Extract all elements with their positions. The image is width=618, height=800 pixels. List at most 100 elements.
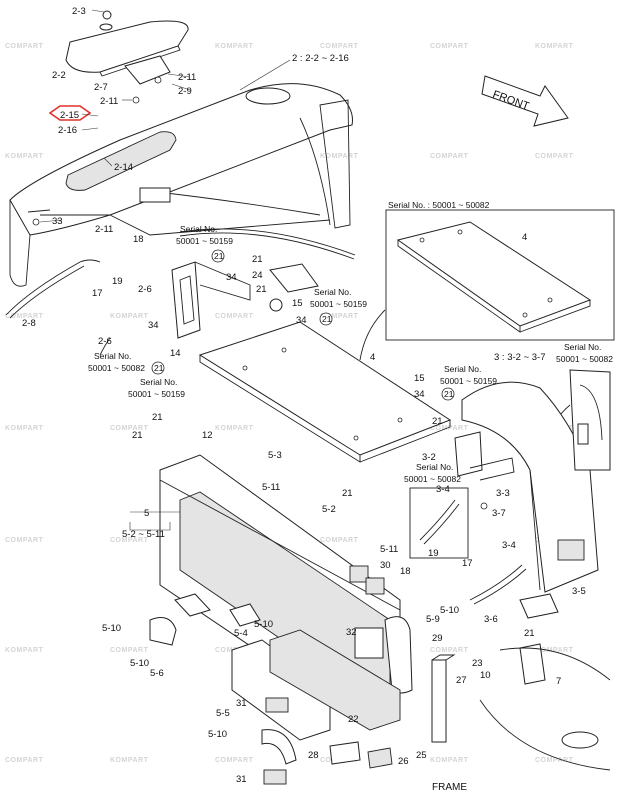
lock-7: [519, 643, 546, 685]
svg-text:COMPART: COMPART: [110, 425, 149, 432]
svg-text:COMPART: COMPART: [5, 537, 44, 544]
callout-2-8: 2-8: [22, 318, 36, 329]
callout-labels: 2-3 2-2 2-7 2-11 2-9 2-11 2-15 2-16 2-14…: [22, 6, 586, 793]
bolt-2-11: [132, 96, 140, 104]
leader-lines: [39, 9, 291, 531]
block-31a: [265, 697, 289, 713]
callout-2-11a: 2-11: [178, 72, 196, 83]
serial-note-8a: Serial No.: [416, 462, 453, 472]
fender-inset: [569, 369, 611, 471]
callout-33: 33: [52, 216, 63, 227]
svg-text:COMPART: COMPART: [430, 43, 469, 50]
callout-2-16: 2-16: [58, 125, 77, 136]
svg-text:KOMPART: KOMPART: [320, 153, 359, 160]
block-30a: [349, 565, 369, 583]
svg-text:COMPART: COMPART: [215, 757, 254, 764]
callout-5-11b: 5-11: [380, 544, 398, 555]
callout-2-14: 2-14: [114, 162, 133, 173]
callout-7: 7: [556, 676, 561, 687]
svg-text:COMPART: COMPART: [110, 647, 149, 654]
callout-21e: 21: [432, 416, 443, 427]
serial-circle-21a: [211, 249, 225, 263]
callout-4b: 4: [370, 352, 375, 363]
callout-18b: 18: [400, 566, 411, 577]
latch-3-5: [519, 593, 559, 619]
svg-text:COMPART: COMPART: [535, 757, 574, 764]
callout-17b: 17: [462, 558, 473, 569]
callout-23: 23: [472, 658, 483, 669]
serial-note-7a: Serial No.: [564, 342, 601, 352]
callout-3-4a: 3-4: [436, 484, 450, 495]
svg-text:KOMPART: KOMPART: [5, 425, 44, 432]
svg-text:COMPART: COMPART: [535, 647, 574, 654]
pad-26: [367, 747, 393, 769]
callout-frame: FRAME: [432, 782, 467, 793]
block-30b: [365, 577, 385, 595]
callout-5-10e: 5-10: [208, 729, 227, 740]
svg-text:COMPART: COMPART: [320, 313, 359, 320]
serial-note-6a: Serial No.: [444, 364, 481, 374]
callout-2-11c: 2-11: [95, 224, 113, 235]
bracket-24: [269, 263, 319, 312]
callout-3-4b: 3-4: [502, 540, 516, 551]
callout-15a: 15: [292, 298, 303, 309]
serial-inset-3-4: [409, 487, 469, 559]
callout-21g: 21: [524, 628, 535, 639]
svg-text:KOMPART: KOMPART: [535, 43, 574, 50]
callout-32: 32: [346, 627, 357, 638]
svg-text:KOMPART: KOMPART: [430, 757, 469, 764]
lamp-opening: [557, 539, 585, 561]
svg-text:COMPART: COMPART: [5, 757, 44, 764]
callout-5-10b: 5-10: [102, 623, 121, 634]
callout-21d: 21: [132, 430, 143, 441]
callout-29: 29: [432, 633, 443, 644]
serial-note-7b: 50001 ~ 50082: [556, 354, 613, 364]
serial-note-1a: Serial No.: [180, 224, 217, 234]
callout-27: 27: [456, 675, 467, 686]
callout-5: 5: [144, 508, 149, 519]
serial-note-8b: 50001 ~ 50082: [404, 474, 461, 484]
callout-5-6: 5-6: [150, 668, 164, 679]
window-opening-2-14: [65, 131, 177, 191]
callout-18: 18: [133, 234, 144, 245]
callout-19b: 19: [428, 548, 439, 559]
svg-text:KOMPART: KOMPART: [5, 153, 44, 160]
serial-note-3b: 50001 ~ 50082: [88, 363, 145, 373]
block-31b: [263, 769, 287, 785]
callout-5-2: 5-2: [322, 504, 336, 515]
callout-2-6b: 2-6: [98, 336, 112, 347]
callout-21a: 21: [252, 254, 263, 265]
callout-21b: 21: [256, 284, 267, 295]
serial-note-4a: Serial No.: [140, 377, 177, 387]
highlight-2-15: [48, 105, 92, 121]
callout-31b: 31: [236, 774, 247, 785]
callout-5-3: 5-3: [268, 450, 282, 461]
floor-plate-4: [198, 321, 452, 463]
callout-21c: 21: [152, 412, 163, 423]
svg-text:KOMPART: KOMPART: [215, 43, 254, 50]
callout-34d: 34: [414, 389, 425, 400]
callout-19: 19: [112, 276, 123, 287]
panel-32: [354, 627, 384, 659]
cover-plate-2-2: [65, 10, 189, 104]
callout-3-2: 3-2: [422, 452, 436, 463]
callout-15b: 15: [414, 373, 425, 384]
svg-text:COMPART: COMPART: [535, 153, 574, 160]
serial-notes: Serial No. 50001 ~ 50159 21 Serial No. 5…: [88, 200, 613, 484]
callout-34a: 34: [148, 320, 159, 331]
serial-inset-4: [385, 209, 615, 341]
callout-3-3: 3-3: [496, 488, 510, 499]
callout-2-group: 2 : 2-2 ~ 2-16: [292, 53, 349, 64]
svg-text:COMPART: COMPART: [320, 43, 359, 50]
serial-note-3c: 21: [154, 363, 164, 373]
bolt-2-3: [102, 10, 112, 20]
callout-24: 24: [252, 270, 263, 281]
bracket-3-2: [454, 431, 483, 477]
svg-text:COMPART: COMPART: [430, 425, 469, 432]
serial-note-2b: 50001 ~ 50159: [310, 299, 367, 309]
callout-2-3: 2-3: [72, 6, 86, 17]
bolt-3-7: [480, 502, 488, 510]
svg-text:COMPART: COMPART: [5, 43, 44, 50]
